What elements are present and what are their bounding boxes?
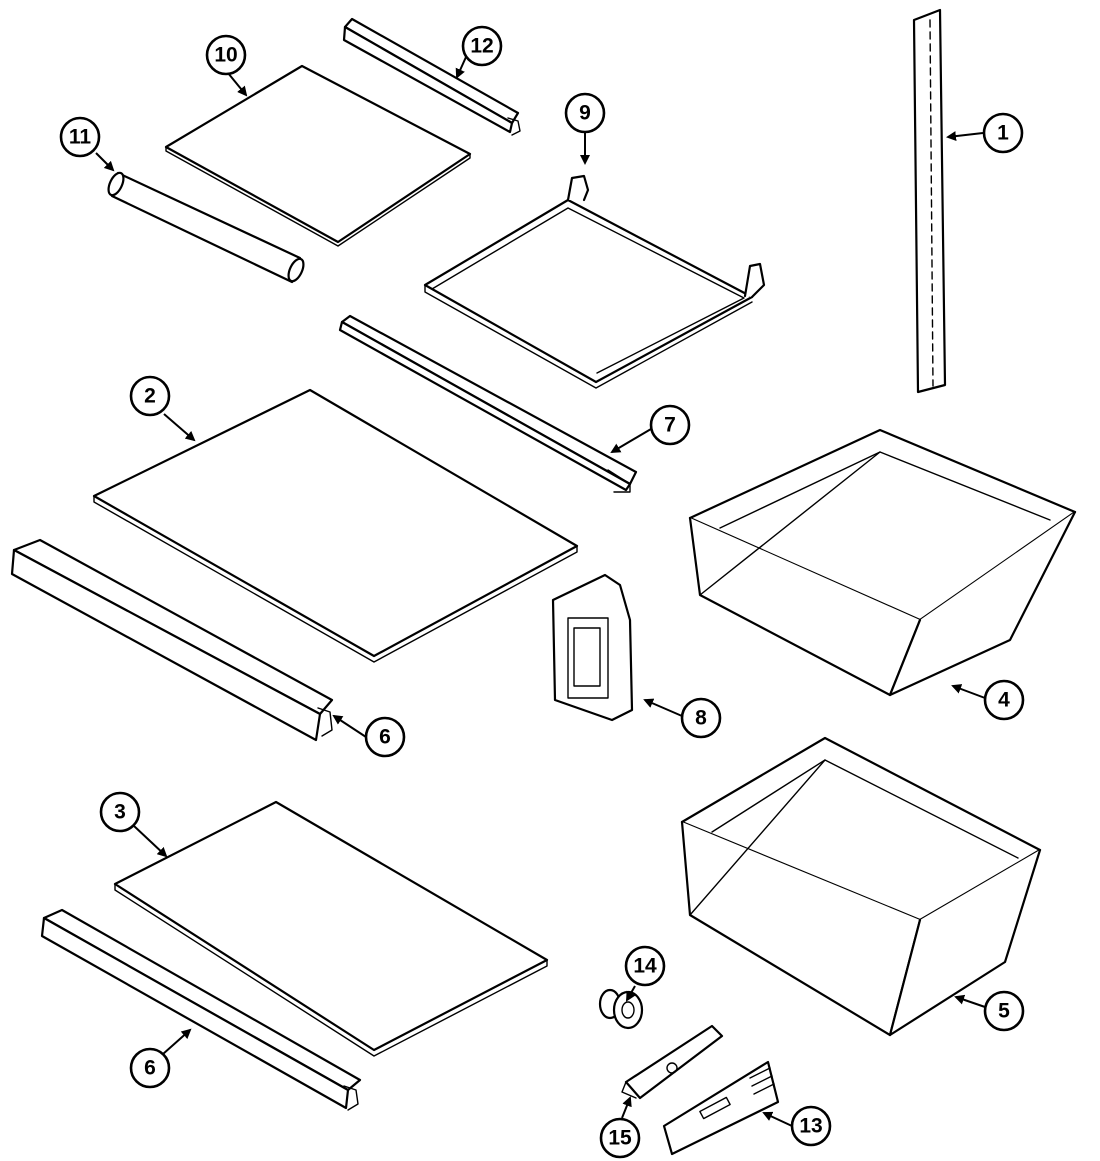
svg-text:1: 1 [997,122,1009,145]
leader-7 [610,428,652,454]
leader-lines [95,56,986,1127]
leader-15 [621,1096,632,1119]
callout-6a: 6 [364,716,406,758]
svg-text:12: 12 [470,35,493,58]
leader-4 [951,684,986,699]
callout-6b: 6 [129,1047,171,1089]
part-9-shelf-assembly [423,174,766,389]
part-3-shelf-glass [113,800,549,1057]
part-10-shelf-glass [164,64,472,247]
part-7-front-trim [338,314,638,493]
svg-text:3: 3 [114,801,126,824]
leader-5 [954,994,986,1008]
callout-14: 14 [624,945,666,987]
leader-8 [643,698,683,717]
part-11-roller-trim [107,171,305,284]
part-12-trim-strip [342,17,521,136]
part-6-shelf-trim-upper [10,538,334,742]
callout-3: 3 [99,791,141,833]
callout-12: 12 [461,25,503,67]
svg-text:14: 14 [633,955,657,978]
svg-text:9: 9 [579,102,591,125]
svg-text:11: 11 [69,126,92,149]
callout-2: 2 [129,375,171,417]
part-13-control-panel [662,1060,780,1156]
callout-11: 11 [59,116,101,158]
svg-text:13: 13 [799,1115,822,1138]
leader-1 [946,131,984,142]
svg-text:7: 7 [664,414,676,437]
leader-12 [455,56,467,79]
part-15-control-bracket [621,1024,724,1100]
leader-11 [95,152,115,172]
leader-13 [762,1111,793,1127]
callout-5: 5 [983,990,1025,1032]
svg-text:15: 15 [608,1127,632,1150]
part-4-crisper-pan [688,428,1077,697]
callout-9: 9 [564,92,606,134]
leader-6b [162,1028,192,1055]
callout-1: 1 [982,112,1024,154]
part-6-shelf-trim-lower [40,908,362,1111]
leader-2 [163,413,196,442]
leader-14 [626,985,636,1002]
callout-7: 7 [649,404,691,446]
part-5-crisper-pan [680,736,1042,1037]
svg-text:2: 2 [144,385,156,408]
svg-text:6: 6 [144,1057,156,1080]
callout-10: 10 [205,34,247,76]
callout-15: 15 [599,1117,641,1159]
part-1-shelf-support-rail [912,8,947,394]
part-2-shelf-glass [92,388,579,663]
svg-text:8: 8 [695,707,707,730]
callout-13: 13 [790,1105,832,1147]
part-8-control-housing [551,573,634,722]
svg-text:4: 4 [998,689,1010,712]
svg-text:6: 6 [379,726,391,749]
callout-8: 8 [680,697,722,739]
svg-text:10: 10 [214,44,237,67]
svg-text:5: 5 [998,1000,1010,1023]
leader-10 [227,72,248,97]
leader-3 [133,825,168,858]
part-14-plug [598,988,644,1030]
callout-4: 4 [983,679,1025,721]
leader-6a [332,714,367,738]
